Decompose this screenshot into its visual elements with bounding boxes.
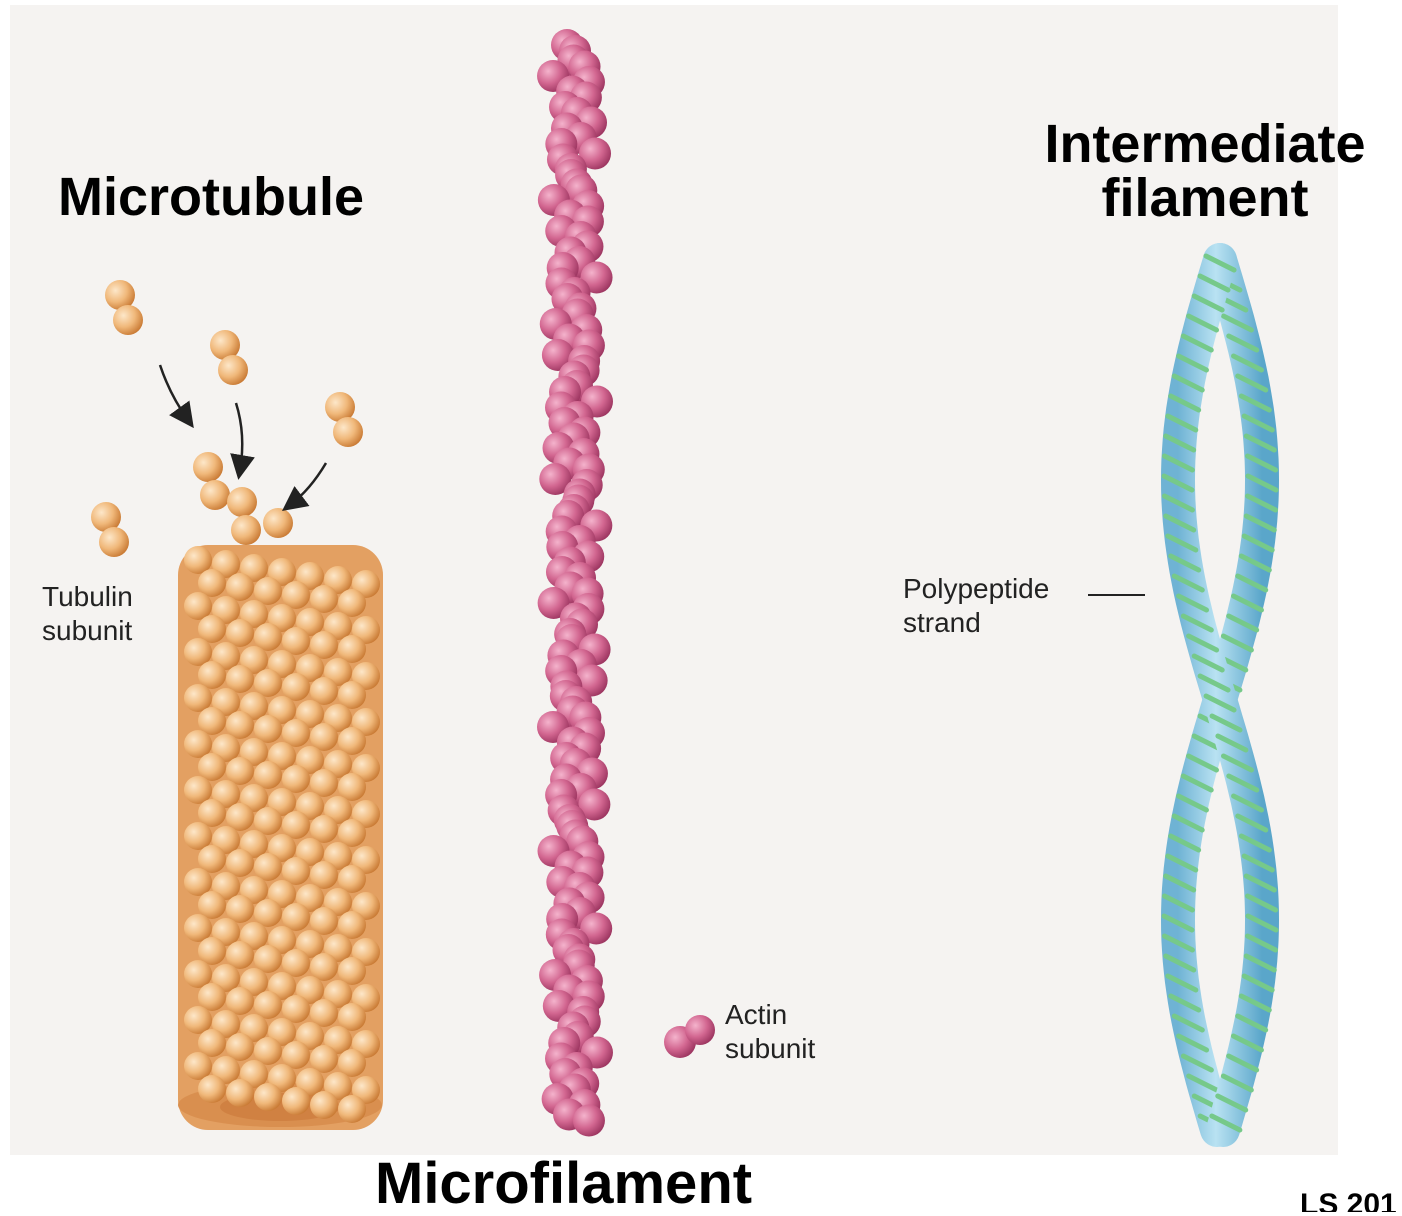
actin-bead: [685, 1015, 715, 1045]
tubulin-bead: [226, 1079, 254, 1107]
microtubule-cylinder: [178, 452, 383, 1130]
tubulin-bead: [333, 417, 363, 447]
label-polypeptide-line2: strand: [903, 606, 1049, 640]
assembly-arrows: [160, 365, 326, 505]
actin-bead: [573, 1105, 605, 1137]
title-intermediate-line2: filament: [1010, 171, 1400, 225]
label-polypeptide-strand: Polypeptide strand: [903, 572, 1049, 640]
label-actin-line2: subunit: [725, 1032, 815, 1066]
title-microtubule: Microtubule: [58, 170, 364, 224]
tubulin-bead: [227, 487, 257, 517]
tubulin-bead: [218, 355, 248, 385]
title-intermediate-filament: Intermediate filament: [1010, 117, 1400, 225]
corner-code: LS 201: [1300, 1188, 1397, 1212]
actin-microfilament: [537, 29, 613, 1137]
label-polypeptide-line1: Polypeptide: [903, 572, 1049, 606]
free-tubulin-dimers: [91, 280, 363, 557]
title-microfilament: Microfilament: [375, 1155, 752, 1213]
tubulin-bead: [338, 1095, 366, 1123]
label-tubulin-line1: Tubulin: [42, 580, 133, 614]
tubulin-bead: [231, 515, 261, 545]
label-actin-subunit: Actin subunit: [725, 998, 815, 1066]
tubulin-bead: [200, 480, 230, 510]
label-tubulin-subunit: Tubulin subunit: [42, 580, 133, 648]
tubulin-bead: [193, 452, 223, 482]
tubulin-bead: [198, 1075, 226, 1103]
tubulin-bead: [282, 1087, 310, 1115]
label-tubulin-line2: subunit: [42, 614, 133, 648]
tubulin-bead: [113, 305, 143, 335]
tubulin-bead: [263, 508, 293, 538]
tubulin-bead: [99, 527, 129, 557]
tubulin-bead: [310, 1091, 338, 1119]
intermediate-filament-strands: [1164, 256, 1276, 1130]
actin-free-subunit: [664, 1015, 715, 1058]
title-intermediate-line1: Intermediate: [1010, 117, 1400, 171]
label-actin-line1: Actin: [725, 998, 815, 1032]
tubulin-bead: [254, 1083, 282, 1111]
corner-code-clip: LS 201: [1290, 1180, 1402, 1212]
